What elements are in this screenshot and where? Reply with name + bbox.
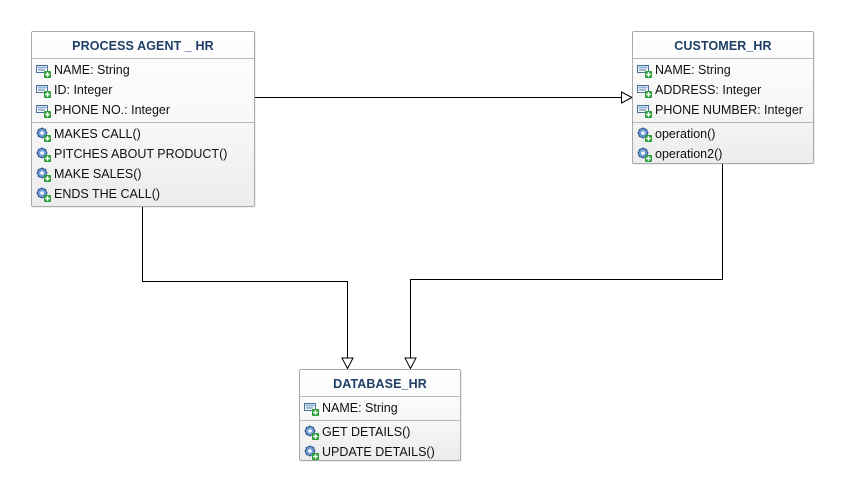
operation-row[interactable]: UPDATE DETAILS() [300, 442, 460, 462]
class-database-hr[interactable]: DATABASE_HR NAME: String GET DETAILS() UP… [299, 369, 461, 461]
attribute-row[interactable]: ID: Integer [32, 80, 254, 100]
attribute-label: NAME: String [54, 63, 130, 77]
operation-icon [36, 166, 51, 182]
operation-icon [637, 146, 652, 162]
operation-icon [637, 126, 652, 142]
attribute-row[interactable]: NAME: String [32, 60, 254, 80]
operation-label: UPDATE DETAILS() [322, 445, 435, 459]
attribute-row[interactable]: PHONE NUMBER: Integer [633, 100, 813, 120]
attribute-icon [36, 83, 51, 98]
attribute-icon [637, 83, 652, 98]
attribute-icon [637, 63, 652, 78]
arrowhead-database-right [404, 357, 417, 370]
operations-compartment: MAKES CALL() PITCHES ABOUT PRODUCT() MAKE … [32, 123, 254, 206]
operation-row[interactable]: ENDS THE CALL() [32, 184, 254, 204]
operation-row[interactable]: PITCHES ABOUT PRODUCT() [32, 144, 254, 164]
attribute-label: ADDRESS: Integer [655, 83, 762, 97]
class-title[interactable]: DATABASE_HR [300, 370, 460, 397]
attribute-label: NAME: String [655, 63, 731, 77]
connector-customer-to-database[interactable] [410, 163, 723, 358]
operations-compartment: GET DETAILS() UPDATE DETAILS() [300, 421, 460, 464]
operation-row[interactable]: operation2() [633, 144, 813, 164]
operation-row[interactable]: MAKES CALL() [32, 124, 254, 144]
operation-row[interactable]: MAKE SALES() [32, 164, 254, 184]
attribute-label: NAME: String [322, 401, 398, 415]
attribute-row[interactable]: ADDRESS: Integer [633, 80, 813, 100]
attribute-icon [36, 63, 51, 78]
operation-icon [304, 444, 319, 460]
operation-label: operation2() [655, 147, 723, 161]
attributes-compartment: NAME: String [300, 397, 460, 421]
operation-row[interactable]: GET DETAILS() [300, 422, 460, 442]
attribute-row[interactable]: NAME: String [633, 60, 813, 80]
attribute-row[interactable]: NAME: String [300, 398, 460, 418]
operation-icon [36, 126, 51, 142]
attribute-icon [637, 103, 652, 118]
connector-agent-to-database[interactable] [142, 206, 348, 358]
operation-row[interactable]: operation() [633, 124, 813, 144]
class-title[interactable]: PROCESS AGENT _ HR [32, 32, 254, 59]
operations-compartment: operation() operation2() [633, 123, 813, 166]
attribute-label: PHONE NUMBER: Integer [655, 103, 803, 117]
attribute-icon [36, 103, 51, 118]
operation-icon [36, 186, 51, 202]
operation-label: ENDS THE CALL() [54, 187, 161, 201]
operation-label: operation() [655, 127, 716, 141]
operation-icon [304, 424, 319, 440]
arrowhead-database-left [341, 357, 354, 370]
attribute-label: ID: Integer [54, 83, 113, 97]
arrowhead-customer [621, 91, 634, 104]
operation-label: PITCHES ABOUT PRODUCT() [54, 147, 228, 161]
attribute-row[interactable]: PHONE NO.: Integer [32, 100, 254, 120]
operation-label: MAKES CALL() [54, 127, 141, 141]
attribute-icon [304, 401, 319, 416]
operation-icon [36, 146, 51, 162]
class-title[interactable]: CUSTOMER_HR [633, 32, 813, 59]
attribute-label: PHONE NO.: Integer [54, 103, 171, 117]
operation-label: GET DETAILS() [322, 425, 411, 439]
operation-label: MAKE SALES() [54, 167, 142, 181]
